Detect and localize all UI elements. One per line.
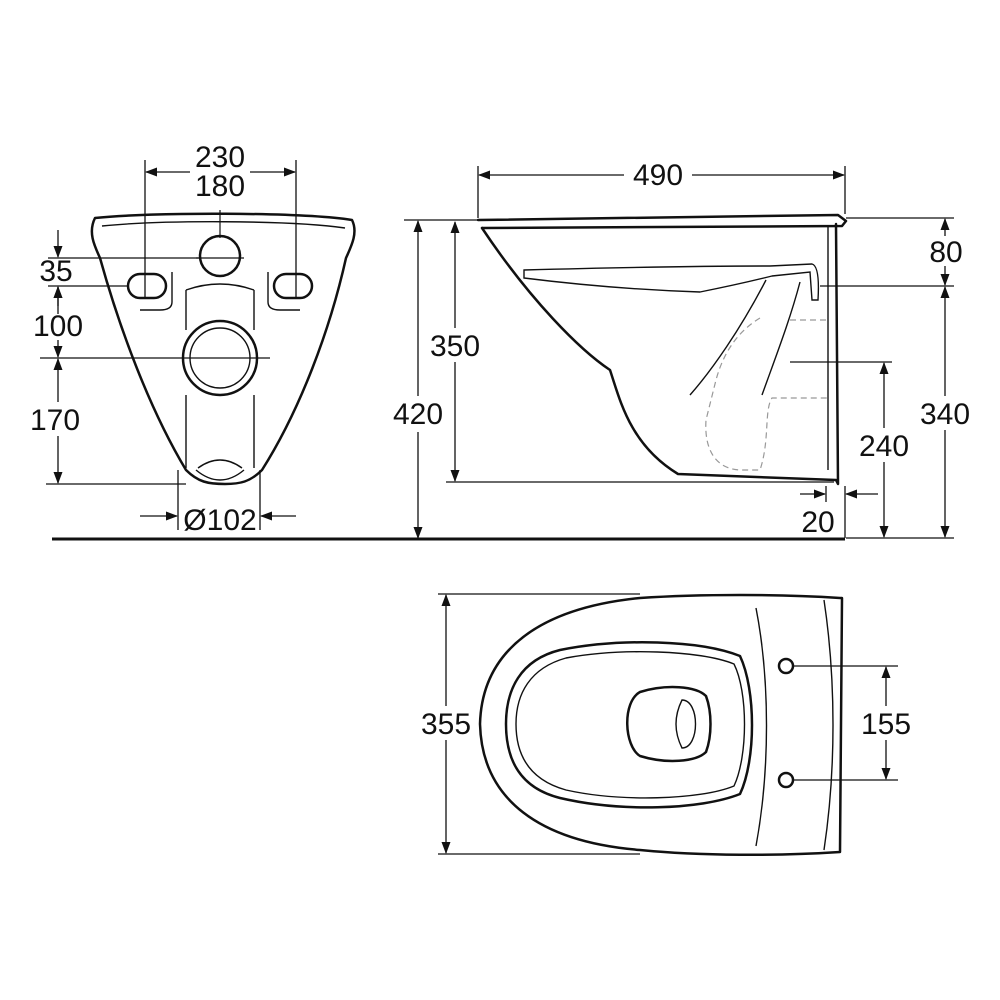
front-dim-chain: 35 100 170 <box>22 230 270 485</box>
side-dim-20: 20 <box>800 486 878 539</box>
front-outlet-lip <box>195 469 245 481</box>
front-inlet-circle <box>198 234 242 278</box>
side-trap-front <box>689 279 767 396</box>
front-dim-230-label: 230 <box>195 141 245 174</box>
side-rim-top <box>476 213 848 230</box>
front-view: 230 180 35 100 170 Ø102 <box>22 141 356 537</box>
side-dim-340: 340 <box>846 286 978 539</box>
side-bowl-outline <box>480 222 840 486</box>
side-dim-420: 420 <box>393 219 478 539</box>
top-dim-155-label: 155 <box>861 708 911 741</box>
front-fixing-slot-right <box>267 272 314 311</box>
top-bowl-outline <box>504 641 754 809</box>
front-dim-170-label: 170 <box>30 404 80 437</box>
top-view: 355 155 <box>416 593 916 857</box>
top-fixing-hole-lower <box>777 771 795 789</box>
side-dim-490: 490 <box>477 159 846 218</box>
top-water-surface <box>626 685 712 763</box>
front-rim-inner <box>101 221 346 229</box>
side-dim-20-label: 20 <box>801 506 834 539</box>
side-dim-490-label: 490 <box>633 159 683 192</box>
top-back-line <box>823 599 834 851</box>
top-dim-355: 355 <box>416 593 640 855</box>
front-dim-230: 230 <box>144 141 297 298</box>
side-dim-240: 240 <box>838 361 916 538</box>
side-dim-240-label: 240 <box>859 430 909 463</box>
side-dim-420-label: 420 <box>393 398 443 431</box>
side-trap-back <box>761 281 801 396</box>
front-body-outline <box>90 212 356 486</box>
side-dim-80: 80 <box>820 217 966 287</box>
side-dim-80-label: 80 <box>929 236 962 269</box>
front-fixing-slot-left <box>126 272 173 311</box>
side-dim-350-label: 350 <box>430 330 480 363</box>
side-dim-340-label: 340 <box>920 398 970 431</box>
top-seat-line <box>755 607 768 847</box>
side-view: 490 420 350 80 340 <box>393 159 978 539</box>
front-outlet-neck <box>185 395 255 469</box>
top-fixing-hole-upper <box>777 657 795 675</box>
front-dim-180-label: 180 <box>195 170 245 203</box>
side-hidden-trap <box>705 317 828 471</box>
front-funnel <box>185 283 255 330</box>
top-dim-355-label: 355 <box>421 708 471 741</box>
front-dim-diameter: Ø102 <box>140 470 296 537</box>
front-dim-100-label: 100 <box>33 310 83 343</box>
front-dim-diameter-label: Ø102 <box>183 504 256 537</box>
front-dim-180: 180 <box>195 170 245 203</box>
top-bowl-inner <box>515 651 746 799</box>
top-dim-155: 155 <box>794 665 916 781</box>
top-outer-outline <box>478 593 844 857</box>
side-flush-channel <box>523 263 820 301</box>
side-dim-350: 350 <box>426 221 834 483</box>
front-dim-35-label: 35 <box>39 255 72 288</box>
